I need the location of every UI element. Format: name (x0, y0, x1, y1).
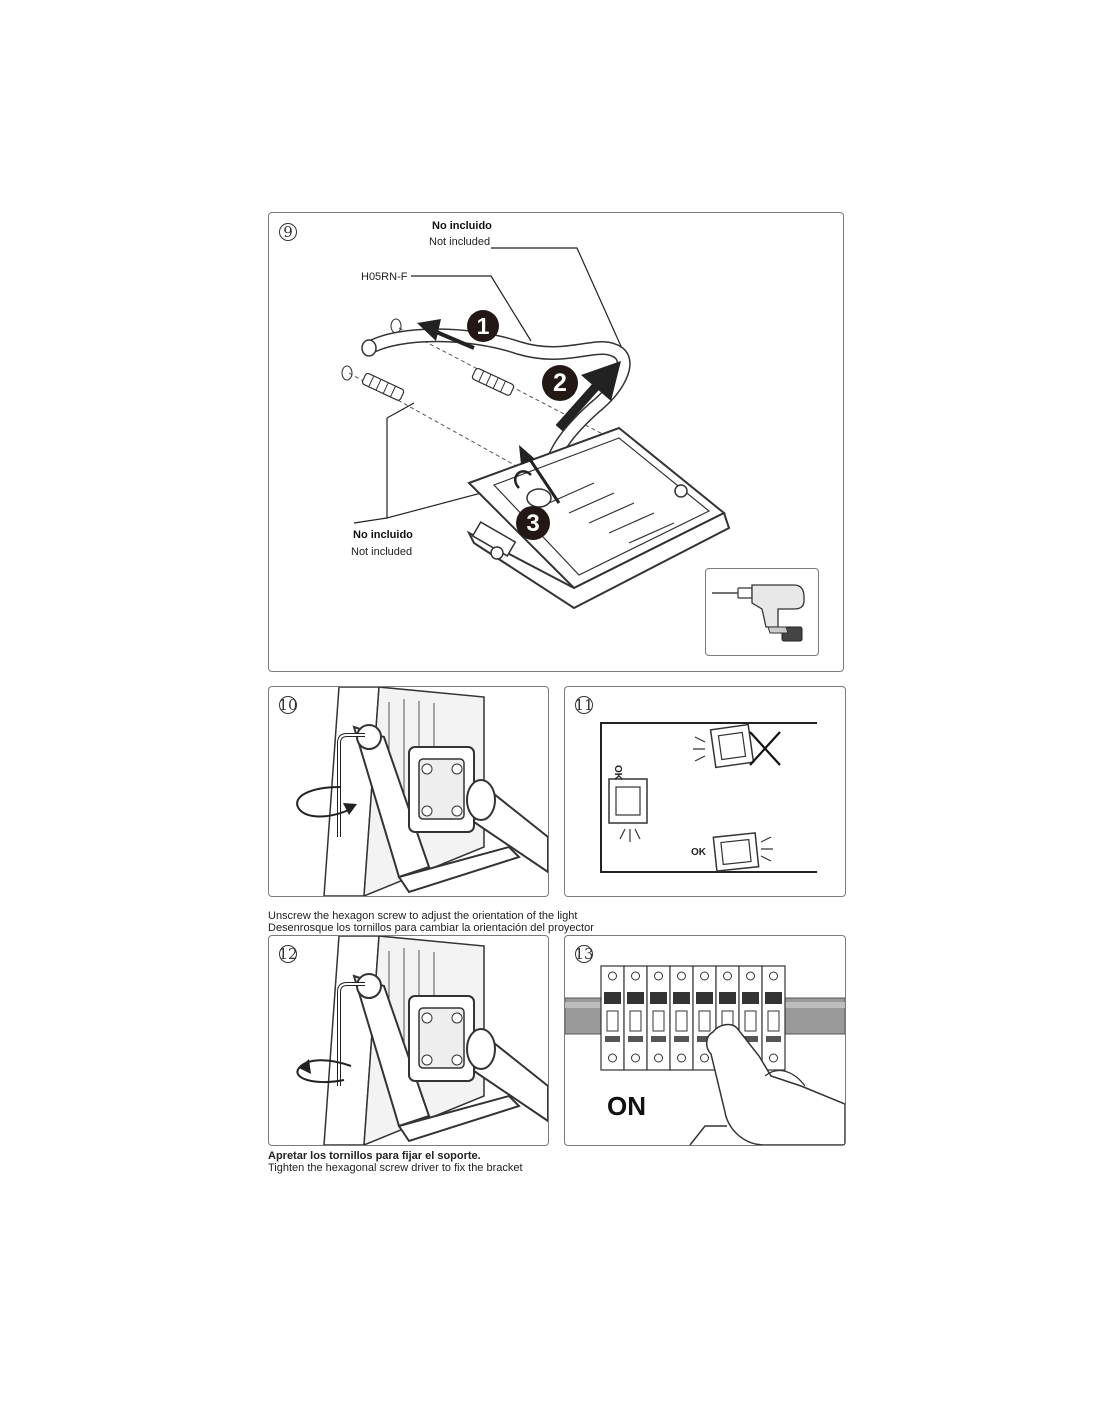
breaker-module (623, 965, 648, 1071)
breaker-module (761, 965, 786, 1071)
arrow-icon (519, 445, 561, 504)
step-10-panel: 10 (268, 686, 549, 897)
breaker-module (646, 965, 671, 1071)
caption-fix-es: Apretar los tornillos para fijar el sopo… (268, 1150, 481, 1162)
step-11-panel: 11 OK OK (564, 686, 846, 897)
wall-mount-illustration: 1 2 3 (341, 247, 731, 610)
callout-label-3: 3 (526, 510, 539, 537)
hand-icon (689, 1023, 845, 1145)
step-number-10: 10 (278, 695, 298, 714)
cable-type-label: H05RN-F (361, 271, 408, 283)
ok-label-floor: OK (691, 847, 706, 858)
callout-circle-2 (542, 365, 578, 401)
floodlight-wall-icon (608, 778, 648, 842)
caption-adjust-en: Unscrew the hexagon screw to adjust the … (268, 910, 578, 922)
callout-circle-1 (467, 310, 499, 342)
drill-tool-inset (705, 568, 819, 656)
caption-fix-en: Tighten the hexagonal screw driver to fi… (268, 1162, 523, 1174)
mounting-orientation-illustration (600, 722, 817, 873)
floodlight-ceiling-icon (693, 723, 755, 769)
step-number-12: 12 (278, 944, 298, 963)
wall-hole-icon (341, 365, 353, 381)
on-label: ON (607, 1091, 646, 1121)
breaker-module (669, 965, 694, 1071)
not-included-label-top-en: Not included (429, 236, 491, 248)
step-12-panel: 12 (268, 935, 549, 1146)
step-number-11: 11 (574, 695, 594, 714)
step-number-13: 13 (574, 944, 594, 963)
callout-label-1: 1 (477, 313, 490, 339)
floodlight-floor-icon (712, 832, 773, 872)
step-13-panel: 13 ON (564, 935, 846, 1146)
callout-label-2: 2 (553, 369, 567, 397)
rotate-arrow-icon (296, 1059, 352, 1084)
step-9-panel: 9 No incluido Not included H05RN-F No in… (268, 212, 844, 672)
circuit-breaker-illustration (565, 965, 845, 1145)
caption-adjust-es: Desenrosque los tornillos para cambiar l… (268, 922, 594, 934)
callout-circle-3 (516, 506, 550, 540)
arrow-icon (555, 361, 621, 431)
bracket-loosen-illustration (296, 687, 548, 896)
not-included-label-bottom-en: Not included (351, 546, 413, 558)
rotate-arrow-icon (296, 786, 357, 818)
wrong-cross-icon (749, 731, 781, 766)
wall-plug-icon (471, 367, 515, 396)
bracket-tighten-illustration (296, 936, 548, 1145)
breaker-module (600, 965, 625, 1071)
not-included-label-top-es: No incluido (432, 220, 492, 232)
arrow-icon (417, 319, 475, 350)
wall-hole-icon (390, 318, 402, 334)
floodlight-icon (466, 426, 731, 610)
drill-icon (712, 584, 805, 642)
wall-plug-icon (361, 372, 405, 401)
ok-label-wall: OK (612, 765, 623, 780)
step-number-9: 9 (279, 223, 297, 241)
not-included-label-bottom-es: No incluido (353, 529, 413, 541)
